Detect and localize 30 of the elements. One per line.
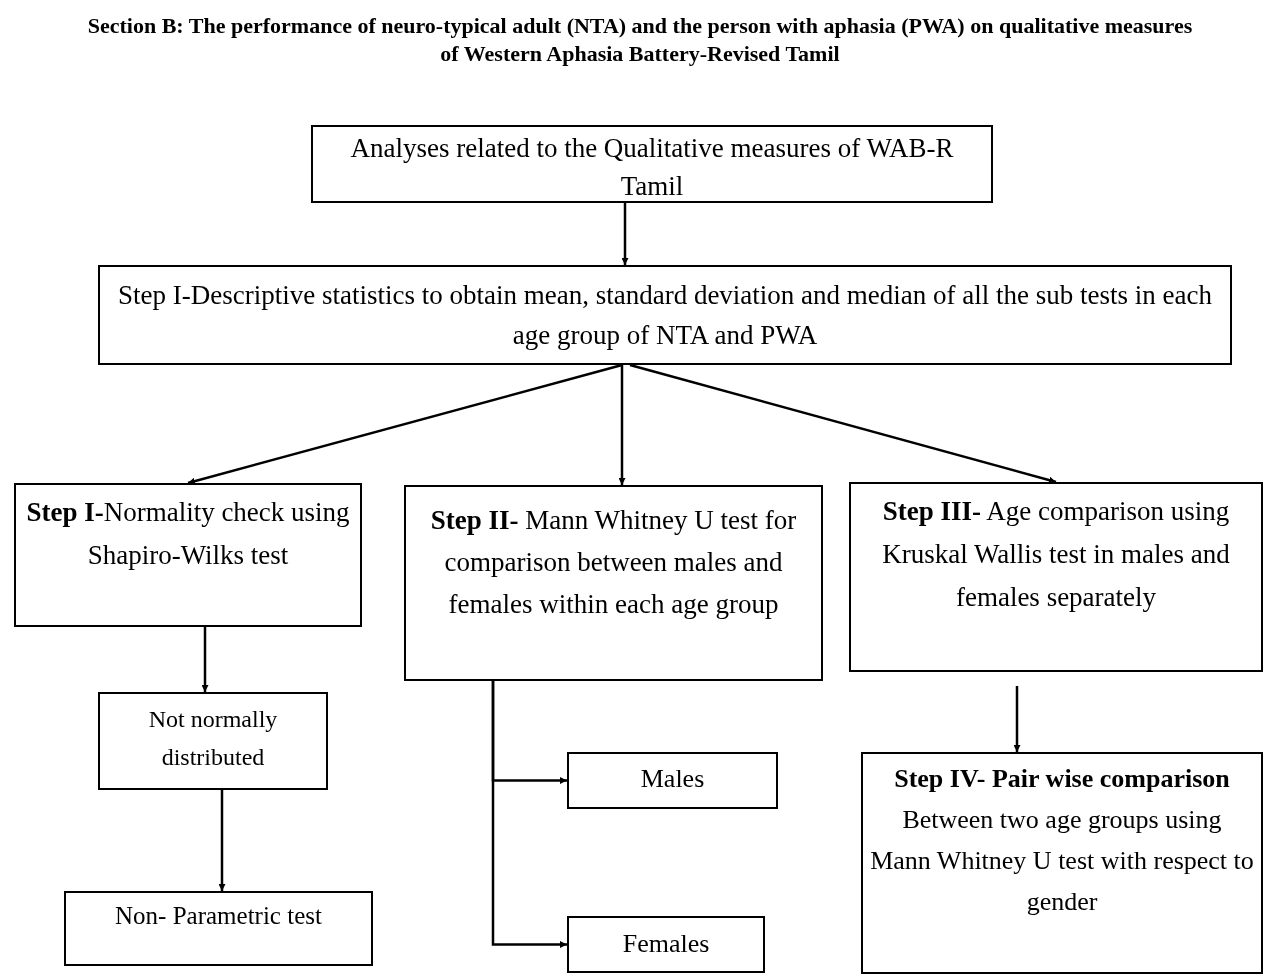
process-box — [861, 752, 1263, 974]
process-box — [14, 483, 362, 627]
diagram-title: Section B: The performance of neuro-typical adult (NTA) and the person with aphasia (PWA) on qualitative measures of Western Aphasia Battery-Revised Tamil — [86, 12, 1194, 68]
process-box — [849, 482, 1263, 672]
box-text: Step I-Normality check using Shapiro-Wilks test — [25, 496, 351, 572]
box-text: Females — [622, 928, 710, 960]
arrow — [1013, 686, 1021, 752]
box-text: Between two age groups using Mann Whitney U test with respect to gender — [869, 804, 1255, 918]
process-box — [404, 485, 823, 681]
box-heading: Step IV- Pair wise comparison — [894, 763, 1230, 795]
arrow — [621, 203, 629, 265]
box-text: Analyses related to the Qualitative measures of WAB-R Tamil — [349, 132, 955, 203]
process-box — [567, 916, 765, 973]
arrow — [629, 363, 1057, 484]
arrow — [218, 790, 226, 891]
arrow — [187, 363, 623, 485]
box-text: Step I-Descriptive statistics to obtain mean, standard deviation and median of all the sub tests in each age group of NTA and PWA — [117, 279, 1213, 352]
box-text: Step II- Mann Whitney U test for comparison between males and females within each age group — [429, 504, 798, 621]
box-text: Step III- Age comparison using Kruskal Wallis test in males and females separately — [881, 495, 1231, 614]
arrow — [201, 627, 209, 692]
process-box — [567, 752, 778, 809]
box-text: Not normally distributed — [147, 705, 279, 772]
process-box — [64, 891, 373, 966]
arrow — [491, 681, 567, 948]
process-box — [98, 692, 328, 790]
process-box — [311, 125, 993, 203]
arrow — [618, 365, 626, 485]
process-box — [98, 265, 1232, 365]
box-text: Males — [640, 763, 705, 795]
box-text: Non- Parametric test — [115, 901, 322, 931]
